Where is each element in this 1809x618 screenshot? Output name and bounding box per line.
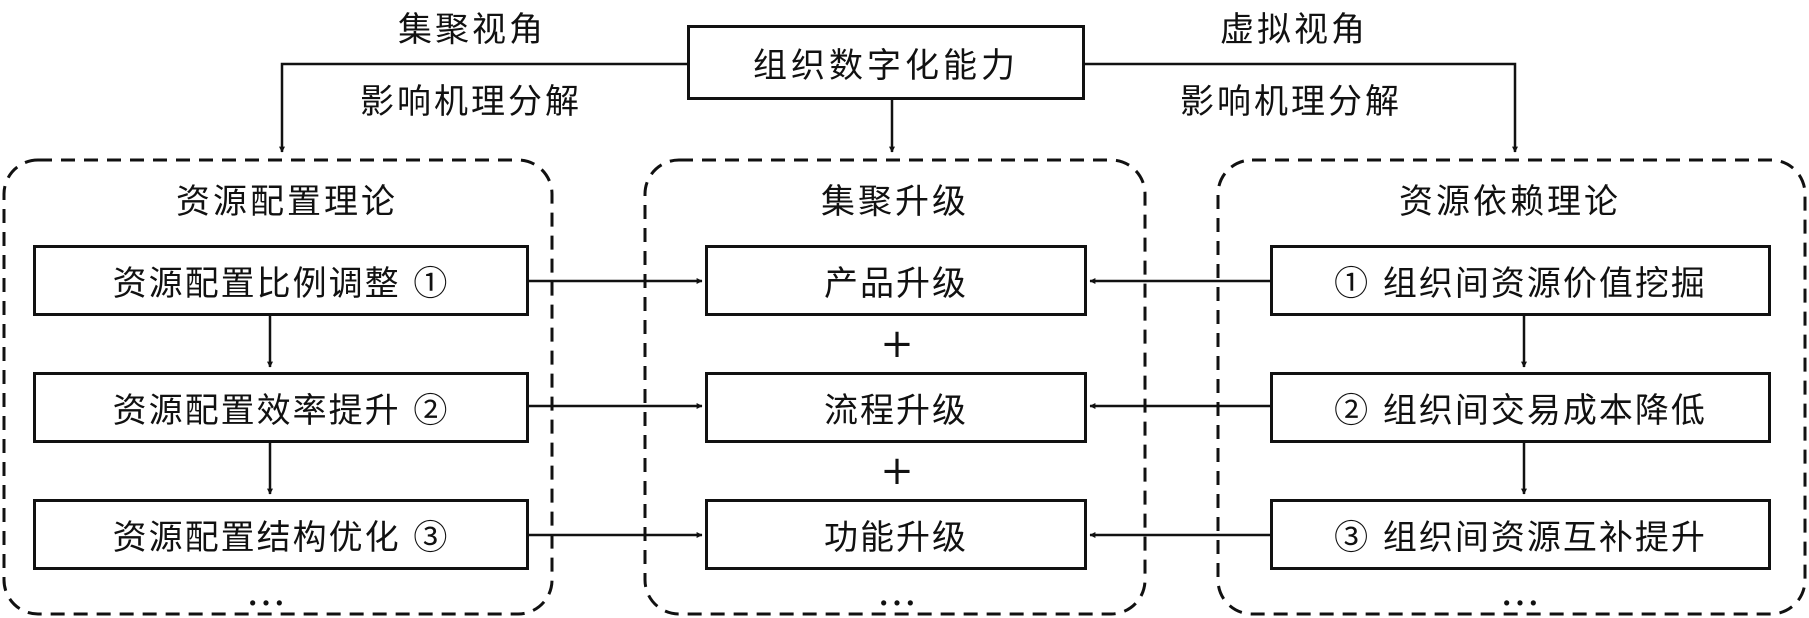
left-item-2: 资源配置效率提升 ② <box>33 372 529 443</box>
middle-group-container <box>643 158 1147 616</box>
middle-item-process: 流程升级 <box>705 372 1087 443</box>
right-item-3: ③ 组织间资源互补提升 <box>1270 499 1771 570</box>
plus-sign-1: + <box>880 321 914 367</box>
middle-item-product: 产品升级 <box>705 245 1087 316</box>
left-view-label: 集聚视角 <box>398 10 546 50</box>
left-mechanism-label: 影响机理分解 <box>360 82 582 122</box>
right-view-label: 虚拟视角 <box>1220 10 1368 50</box>
middle-more-ellipsis: … <box>877 569 917 615</box>
right-item-1: ① 组织间资源价值挖掘 <box>1270 245 1771 316</box>
left-group-container <box>2 158 554 616</box>
right-more-ellipsis: … <box>1500 569 1540 615</box>
middle-group-title: 集聚升级 <box>821 182 969 222</box>
arrow-title-to-left-group <box>279 62 687 153</box>
left-more-ellipsis: … <box>246 569 286 615</box>
left-group-title: 资源配置理论 <box>176 182 398 222</box>
left-item-1: 资源配置比例调整 ① <box>33 245 529 316</box>
right-group-container <box>1216 158 1807 616</box>
right-item-2: ② 组织间交易成本降低 <box>1270 372 1771 443</box>
arrow-title-to-right-group <box>1085 62 1518 153</box>
title-box: 组织数字化能力 <box>687 25 1085 100</box>
plus-sign-2: + <box>880 448 914 494</box>
middle-item-function: 功能升级 <box>705 499 1087 570</box>
left-item-3: 资源配置结构优化 ③ <box>33 499 529 570</box>
right-group-title: 资源依赖理论 <box>1399 182 1621 222</box>
right-mechanism-label: 影响机理分解 <box>1180 82 1402 122</box>
